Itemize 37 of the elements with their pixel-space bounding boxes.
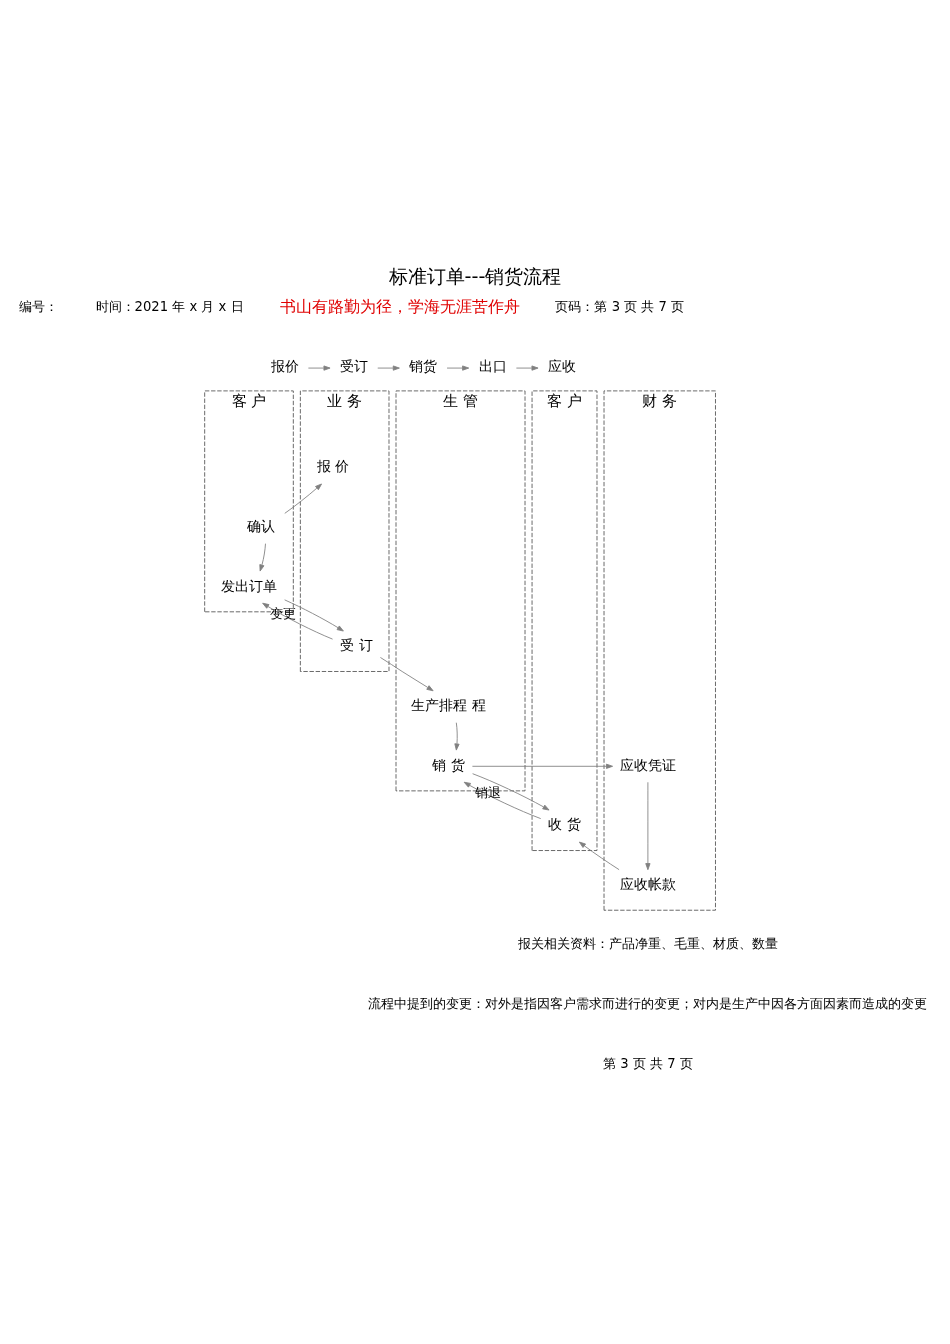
- node-text: 出口: [478, 357, 507, 374]
- arrow: [284, 598, 344, 631]
- arrow: [262, 602, 333, 640]
- arrow: [446, 365, 470, 371]
- arrow: [645, 781, 651, 870]
- node-text: 报 价: [316, 457, 350, 474]
- diagram-title: 标准订单---销货流程: [388, 264, 562, 288]
- node-text: 销 货: [432, 756, 465, 773]
- arrow: [454, 721, 460, 751]
- label: 第 3 页 共 7 页: [603, 1055, 693, 1071]
- arrow: [307, 365, 331, 371]
- node-text: 受 订: [340, 636, 373, 653]
- arrow: [471, 763, 614, 769]
- label: 页码：第 3 页 共 7 页: [555, 298, 685, 314]
- node-text: 确认: [246, 517, 275, 534]
- label: 报关相关资料：产品净重、毛重、材质、数量: [517, 935, 778, 951]
- arrow: [515, 365, 539, 371]
- node-text: 应收帐款: [619, 875, 676, 892]
- label: 编号：: [19, 298, 59, 314]
- label: 书山有路勤为径，学海无涯苦作舟: [279, 296, 520, 316]
- arrow: [472, 772, 550, 810]
- arrow: [377, 365, 400, 371]
- node-text: 报价: [270, 357, 299, 374]
- arrow: [578, 841, 620, 870]
- label: 流程中提到的变更：对外是指因客户需求而进行的变更；对内是生产中因各方面因素而造成的变更: [368, 995, 928, 1011]
- node-text: 应收凭证: [619, 756, 676, 773]
- node-text: 生产排程 程: [411, 696, 486, 713]
- arrow: [380, 656, 434, 691]
- label: 时间：2021 年 x 月 x 日: [95, 298, 244, 314]
- node-text: 销货: [409, 357, 438, 374]
- node-text: 受订: [339, 357, 368, 374]
- node-text: 收 货: [548, 815, 581, 832]
- node-text: 应收: [547, 357, 576, 374]
- arrow: [463, 781, 542, 819]
- arrow: [259, 542, 266, 571]
- node-text: 发出订单: [221, 577, 278, 594]
- arrow: [284, 483, 322, 514]
